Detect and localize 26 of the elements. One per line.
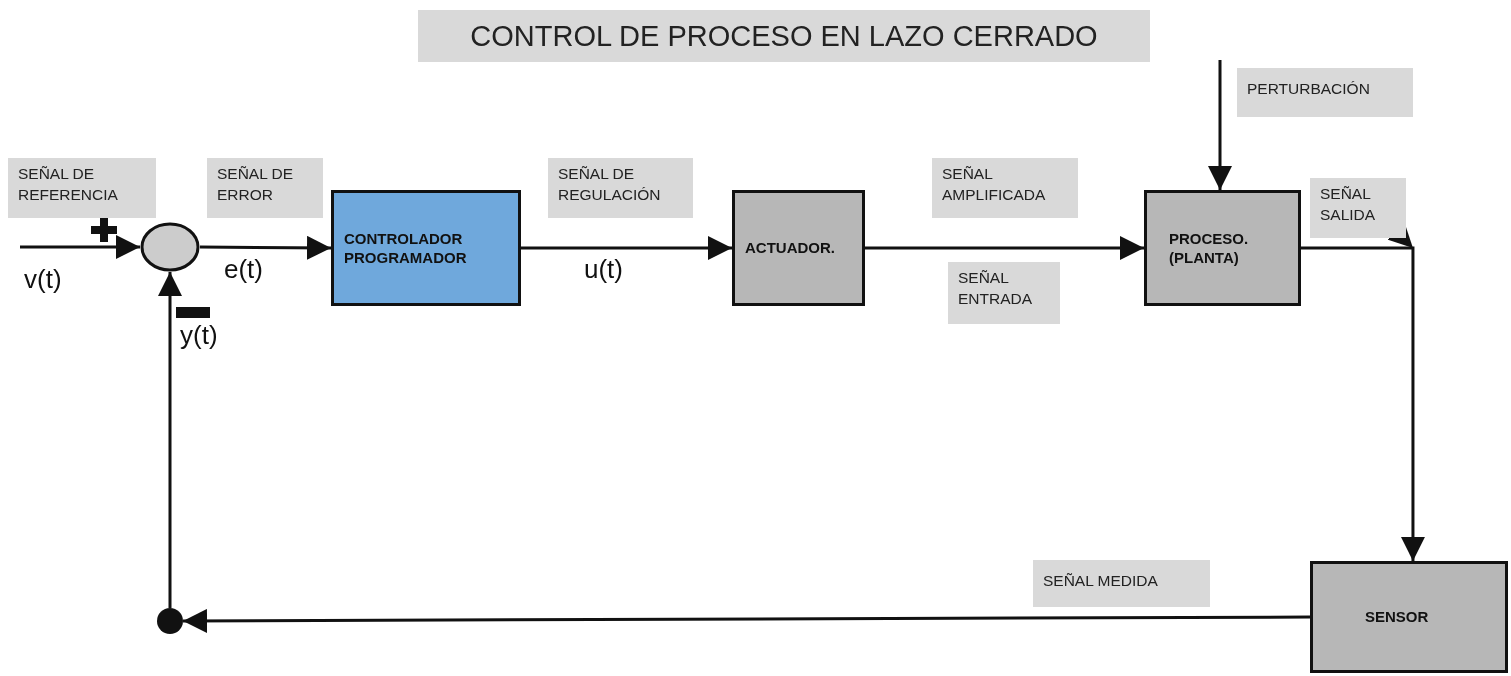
arrow bbox=[20, 235, 140, 259]
signal-label: SEÑAL DE ERROR bbox=[207, 158, 323, 218]
arrow bbox=[865, 236, 1144, 260]
arrow bbox=[158, 272, 182, 608]
block-label: SENSOR bbox=[1365, 607, 1429, 627]
signal-label: SEÑAL ENTRADA bbox=[948, 262, 1060, 324]
block-label: PROCESO. (PLANTA) bbox=[1169, 228, 1250, 268]
block-box bbox=[1144, 190, 1301, 306]
arrow bbox=[521, 236, 732, 260]
arrow bbox=[183, 608, 1310, 633]
signal-label: PERTURBACIÓN bbox=[1237, 68, 1413, 117]
arrow bbox=[1208, 60, 1232, 190]
signal-label: SEÑAL DE REFERENCIA bbox=[8, 158, 156, 218]
edge-label: u(t) bbox=[582, 256, 625, 282]
block-box bbox=[1310, 561, 1508, 673]
signal-label: SEÑAL MEDIDA bbox=[1033, 560, 1210, 607]
signal-label: SEÑAL AMPLIFICADA bbox=[932, 158, 1078, 218]
signal-label: SEÑAL SALIDA bbox=[1310, 178, 1406, 238]
block-label: CONTROLADOR PROGRAMADOR bbox=[344, 228, 468, 268]
diagram-title: CONTROL DE PROCESO EN LAZO CERRADO bbox=[418, 10, 1150, 62]
signal-label: SEÑAL DE REGULACIÓN bbox=[548, 158, 693, 218]
arrow bbox=[200, 235, 331, 260]
block-label: ACTUADOR. bbox=[745, 238, 835, 258]
block-box bbox=[732, 190, 865, 306]
edge-label: e(t) bbox=[222, 256, 265, 282]
block-box bbox=[331, 190, 521, 306]
